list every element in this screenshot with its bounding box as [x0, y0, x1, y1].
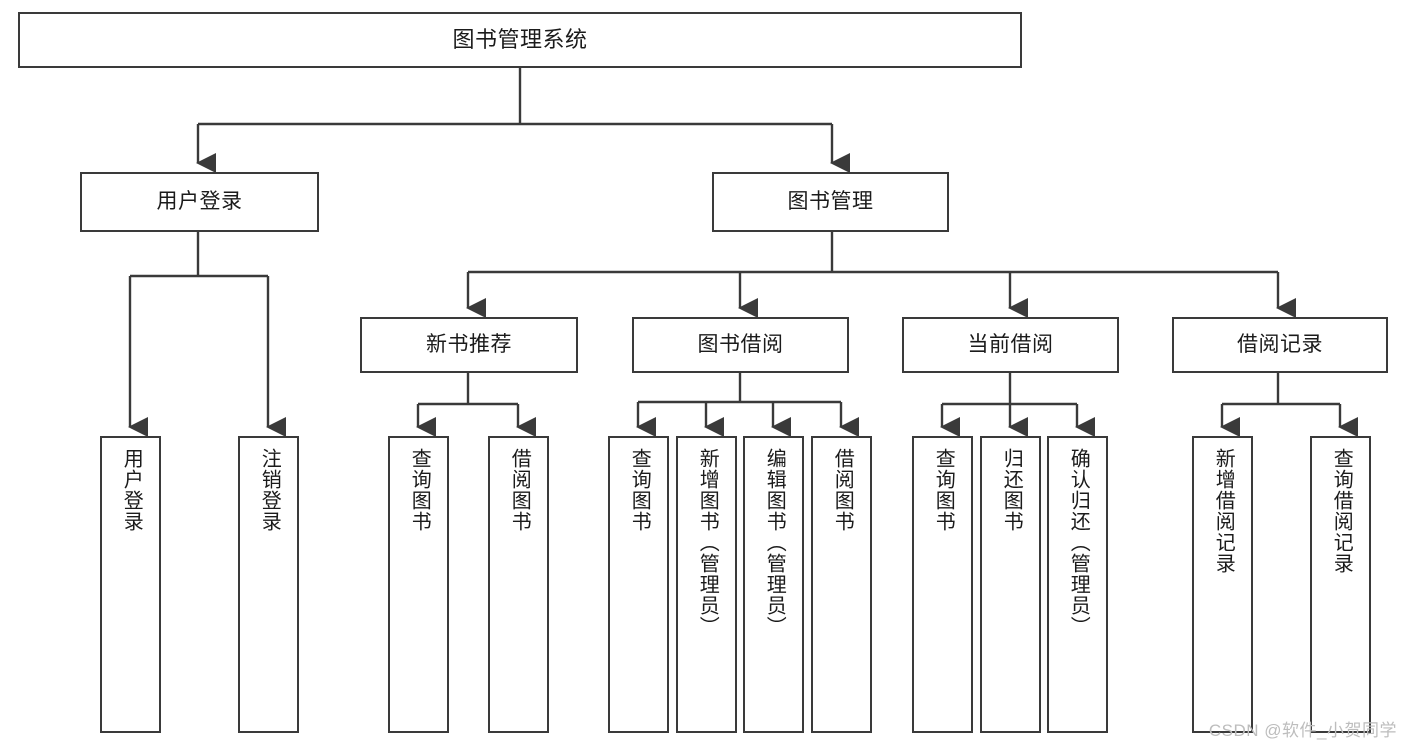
- watermark-text: CSDN @软件_小贺同学: [1208, 721, 1397, 740]
- node-label: 借阅图书: [508, 448, 531, 532]
- node-book-management[interactable]: 图书管理: [712, 172, 949, 232]
- leaf-user-login-logout[interactable]: 注销登录: [238, 436, 299, 733]
- node-label: 编辑图书（管理员）: [763, 448, 786, 637]
- node-label: 新增图书（管理员）: [696, 448, 719, 637]
- leaf-current-confirm-return-admin[interactable]: 确认归还（管理员）: [1047, 436, 1108, 733]
- node-label: 查询图书: [932, 448, 955, 532]
- node-label: 借阅图书: [831, 448, 854, 532]
- node-current-borrow[interactable]: 当前借阅: [902, 317, 1119, 373]
- node-user-login[interactable]: 用户登录: [80, 172, 319, 232]
- leaf-recommend-borrow-book[interactable]: 借阅图书: [488, 436, 549, 733]
- leaf-record-query-record[interactable]: 查询借阅记录: [1310, 436, 1371, 733]
- node-label: 新书推荐: [426, 332, 512, 356]
- node-label: 图书管理: [787, 189, 874, 213]
- node-book-borrow[interactable]: 图书借阅: [632, 317, 849, 373]
- leaf-user-login-login[interactable]: 用户登录: [100, 436, 161, 733]
- node-label: 借阅记录: [1237, 332, 1323, 356]
- leaf-recommend-query-book[interactable]: 查询图书: [388, 436, 449, 733]
- node-label: 图书管理系统: [452, 27, 588, 53]
- leaf-borrow-borrow-book[interactable]: 借阅图书: [811, 436, 872, 733]
- node-label: 用户登录: [120, 448, 143, 532]
- leaf-borrow-add-book-admin[interactable]: 新增图书（管理员）: [676, 436, 737, 733]
- node-label: 注销登录: [258, 448, 281, 532]
- leaf-current-return-book[interactable]: 归还图书: [980, 436, 1041, 733]
- node-root-system[interactable]: 图书管理系统: [18, 12, 1022, 68]
- node-label: 确认归还（管理员）: [1067, 448, 1090, 637]
- node-label: 查询图书: [408, 448, 431, 532]
- node-label: 查询图书: [628, 448, 651, 532]
- node-label: 当前借阅: [967, 332, 1054, 356]
- leaf-record-add-record[interactable]: 新增借阅记录: [1192, 436, 1253, 733]
- node-borrow-record[interactable]: 借阅记录: [1172, 317, 1388, 373]
- node-label: 用户登录: [156, 189, 243, 213]
- leaf-current-query-book[interactable]: 查询图书: [912, 436, 973, 733]
- leaf-borrow-query-book[interactable]: 查询图书: [608, 436, 669, 733]
- node-new-book-recommend[interactable]: 新书推荐: [360, 317, 578, 373]
- node-label: 归还图书: [1000, 448, 1023, 532]
- leaf-borrow-edit-book-admin[interactable]: 编辑图书（管理员）: [743, 436, 804, 733]
- node-label: 查询借阅记录: [1330, 448, 1353, 574]
- node-label: 图书借阅: [697, 332, 784, 356]
- node-label: 新增借阅记录: [1212, 448, 1235, 574]
